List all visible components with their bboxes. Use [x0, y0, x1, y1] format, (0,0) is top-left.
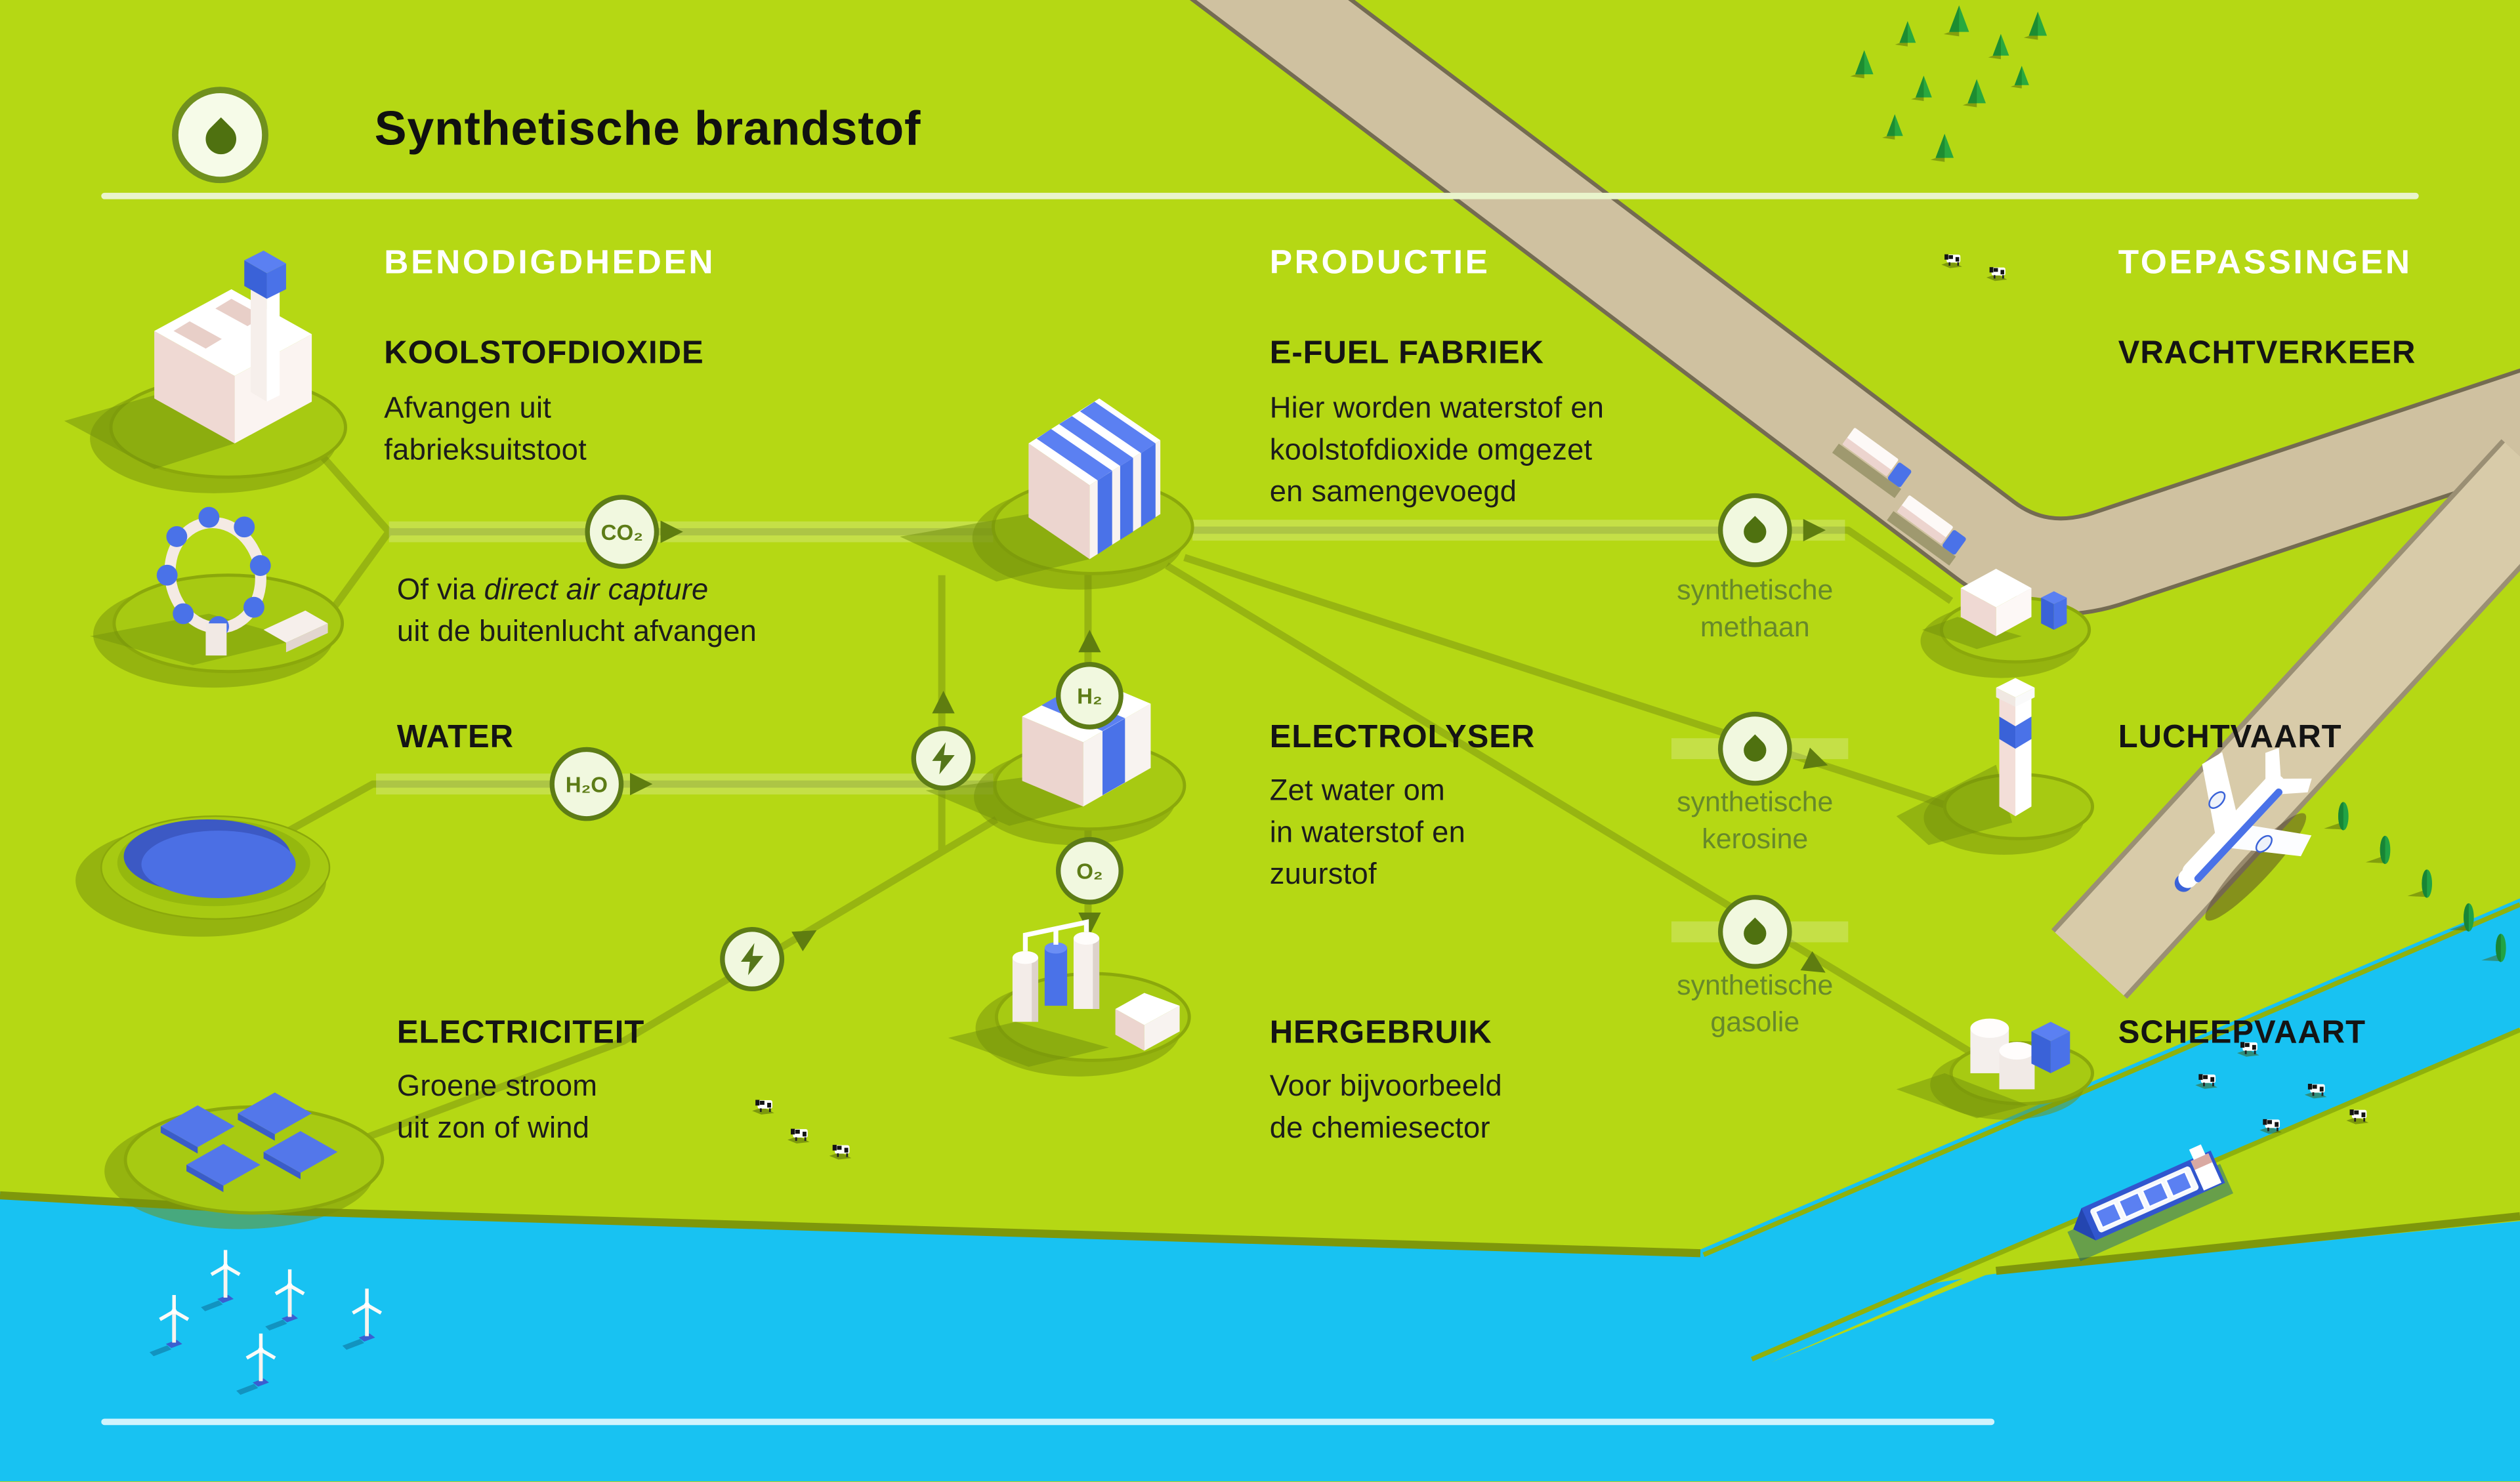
- harbour-tanks: [1896, 1018, 2070, 1119]
- electricity-diagonal-path: [365, 816, 999, 1142]
- column-header-productie: PRODUCTIE: [1269, 244, 1490, 281]
- electricity-badge-2: [720, 927, 785, 992]
- label-synthetische-kerosine: synthetische kerosine: [1677, 785, 1834, 855]
- luchtvaart-title: LUCHTVAART: [2118, 720, 2342, 756]
- dac-note-prefix: Of via: [396, 571, 484, 606]
- truck: [1832, 428, 1912, 499]
- solar-panel: [186, 1143, 261, 1193]
- electrolyser-title: ELECTROLYSER: [1269, 720, 1536, 756]
- kerosine-droplet-badge: [1717, 711, 1792, 786]
- container-ship: [2067, 1144, 2233, 1262]
- h2-badge-label: H₂: [1077, 684, 1102, 708]
- kerosine-path: [1183, 554, 1981, 820]
- road: [1189, 0, 2520, 617]
- electriciteit-title: ELECTRICITEIT: [396, 1015, 645, 1051]
- top-divider: [101, 192, 2419, 199]
- dac-note-italic: direct air capture: [484, 571, 709, 606]
- o2-badge-label: O₂: [1076, 858, 1103, 883]
- h2-badge: H₂: [1055, 661, 1124, 730]
- koolstofdioxide-title: KOOLSTOFDIOXIDE: [384, 335, 704, 371]
- solar-panel: [160, 1105, 235, 1154]
- h2o-badge: H₂O: [549, 747, 624, 821]
- dac-note-line2: uit de buitenlucht afvangen: [396, 613, 757, 648]
- hergebruik-desc: Voor bijvoorbeeld de chemiesector: [1269, 1068, 1502, 1144]
- lightning-icon: [740, 943, 764, 976]
- direct-air-capture-unit: [90, 506, 328, 665]
- sea: [0, 1192, 2520, 1481]
- canal: [1699, 898, 2520, 1359]
- electrolyser-desc: Zet water om in waterstof en zuurstof: [1269, 772, 1466, 890]
- droplet-icon: [1739, 734, 1771, 766]
- truck-fuel-station: [1922, 568, 2067, 649]
- water-title: WATER: [396, 720, 514, 756]
- airplane: [2174, 747, 2312, 921]
- o2-badge: O₂: [1055, 836, 1124, 905]
- electriciteit-desc: Groene stroom uit zon of wind: [396, 1068, 598, 1144]
- water-path: [284, 780, 994, 836]
- water-pond: [100, 815, 331, 920]
- methaan-path: [1192, 526, 1954, 604]
- bottom-divider: [101, 1418, 1995, 1426]
- droplet-icon: [198, 116, 242, 160]
- co2-badge-label: CO₂: [600, 520, 643, 544]
- label-synthetische-gasolie: synthetische gasolie: [1677, 968, 1834, 1039]
- hergebruik-tanks: [948, 919, 1180, 1067]
- vehicles: [150, 428, 2312, 1395]
- column-header-benodigdheden: BENODIGDHEDEN: [384, 244, 716, 281]
- hergebruik-title: HERGEBRUIK: [1269, 1015, 1492, 1051]
- efuel-factory-building: [900, 398, 1161, 582]
- gasolie-droplet-badge: [1717, 895, 1792, 969]
- buildings: [64, 251, 2070, 1193]
- droplet-icon: [1739, 516, 1771, 548]
- co2-factory: [64, 251, 312, 470]
- column-header-toepassingen: TOEPASSINGEN: [2118, 244, 2412, 281]
- label-synthetische-methaan: synthetische methaan: [1677, 573, 1834, 643]
- runway: [2051, 439, 2520, 999]
- truck: [1887, 495, 1966, 566]
- efuel-title: E-FUEL FABRIEK: [1269, 335, 1544, 371]
- lightning-icon: [932, 742, 955, 775]
- scheepvaart-title: SCHEEPVAART: [2118, 1015, 2366, 1051]
- solar-panel: [238, 1092, 312, 1141]
- gasolie-path: [1165, 562, 1992, 1067]
- solar-panels: [160, 1092, 338, 1193]
- koolstofdioxide-desc: Afvangen uit fabrieksuitstoot: [384, 390, 587, 466]
- efuel-desc: Hier worden waterstof en koolstofdioxide…: [1269, 390, 1605, 508]
- h2o-badge-label: H₂O: [565, 772, 608, 796]
- dac-note: Of via direct air capture uit de buitenlu…: [397, 569, 757, 652]
- airport-control-tower: [1896, 678, 2035, 846]
- methaan-droplet-badge: [1717, 493, 1792, 567]
- page-title: Synthetische brandstof: [374, 102, 921, 156]
- vrachtverkeer-title: VRACHTVERKEER: [2118, 335, 2416, 371]
- droplet-icon: [1739, 917, 1771, 950]
- co2-badge: CO₂: [585, 495, 660, 569]
- electricity-badge: [911, 726, 976, 791]
- brand-logo: [172, 87, 268, 184]
